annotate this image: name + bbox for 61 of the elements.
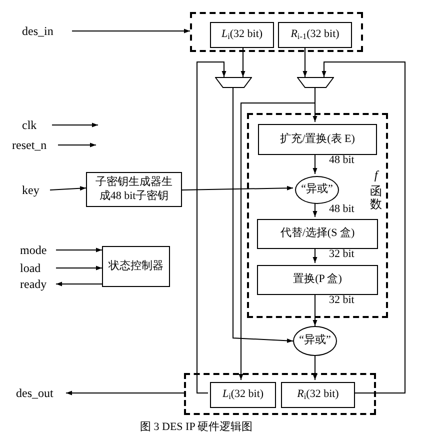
arrow	[56, 248, 102, 252]
arrow	[182, 186, 294, 190]
box-text: 置换(P 盒)	[292, 273, 343, 287]
box-text: 扩充/置换(表 E)	[279, 132, 356, 146]
arrow	[312, 202, 318, 218]
box-text: 子密钥生成器生成48 bit子密钥	[94, 176, 174, 204]
arrow	[66, 390, 184, 396]
signal-label: ready	[20, 277, 56, 291]
signal-label: reset_n	[12, 138, 58, 152]
arrow	[232, 88, 294, 343]
process-box	[210, 22, 274, 48]
arrow	[56, 282, 102, 286]
arrow	[58, 142, 96, 148]
multiplexer-symbol	[215, 77, 252, 88]
arrow	[72, 28, 190, 34]
process-box	[86, 172, 182, 207]
edge-label: 32 bit	[329, 249, 354, 260]
caption: 图 3 DES IP 硬件逻辑图	[140, 420, 253, 435]
edge-label: 48 bit	[329, 204, 354, 215]
box-text: L$_{i}$(32 bit)	[220, 28, 264, 42]
process-box	[210, 382, 276, 408]
function-label: f	[373, 169, 380, 182]
arrow	[312, 356, 318, 380]
signal-label: des_out	[16, 385, 66, 401]
edge-label: 32 bit	[329, 295, 354, 306]
signal-label: mode	[20, 243, 56, 257]
arrow	[240, 46, 246, 78]
dashed-group-box	[190, 12, 363, 52]
arrow	[312, 246, 318, 264]
dashed-group-box	[247, 113, 388, 318]
arrow	[302, 46, 308, 78]
edge-label: 48 bit	[329, 155, 354, 166]
arrow	[196, 62, 226, 394]
arrow	[56, 266, 102, 270]
box-text: R$_{i}$(32 bit)	[296, 388, 340, 402]
signal-label: des_in	[22, 23, 72, 39]
signal-label: clk	[22, 118, 52, 132]
process-box	[257, 265, 378, 295]
function-label: 函数	[370, 185, 382, 212]
signal-label: key	[22, 182, 50, 198]
signal-label: load	[20, 261, 56, 275]
box-text: R$_{i-1}$(32 bit)	[290, 28, 340, 42]
process-box	[102, 246, 170, 287]
arrow	[322, 62, 406, 394]
multiplexer-symbol	[297, 77, 334, 88]
process-box	[278, 22, 352, 48]
arrow	[312, 152, 318, 174]
arrow	[312, 292, 318, 326]
arrow	[50, 186, 86, 191]
process-box	[257, 219, 378, 249]
process-box	[258, 124, 377, 155]
box-text: “异或”	[300, 183, 334, 197]
process-box	[281, 382, 355, 408]
xor-ellipse	[293, 326, 337, 356]
box-text: 代替/选择(S 盒)	[279, 227, 356, 241]
box-text: 状态控制器	[108, 260, 164, 274]
box-text: L$_{i}$(32 bit)	[221, 388, 265, 402]
box-text: “异或”	[298, 334, 332, 348]
xor-ellipse	[295, 176, 339, 204]
arrow	[52, 122, 98, 128]
dashed-group-box	[184, 373, 376, 415]
